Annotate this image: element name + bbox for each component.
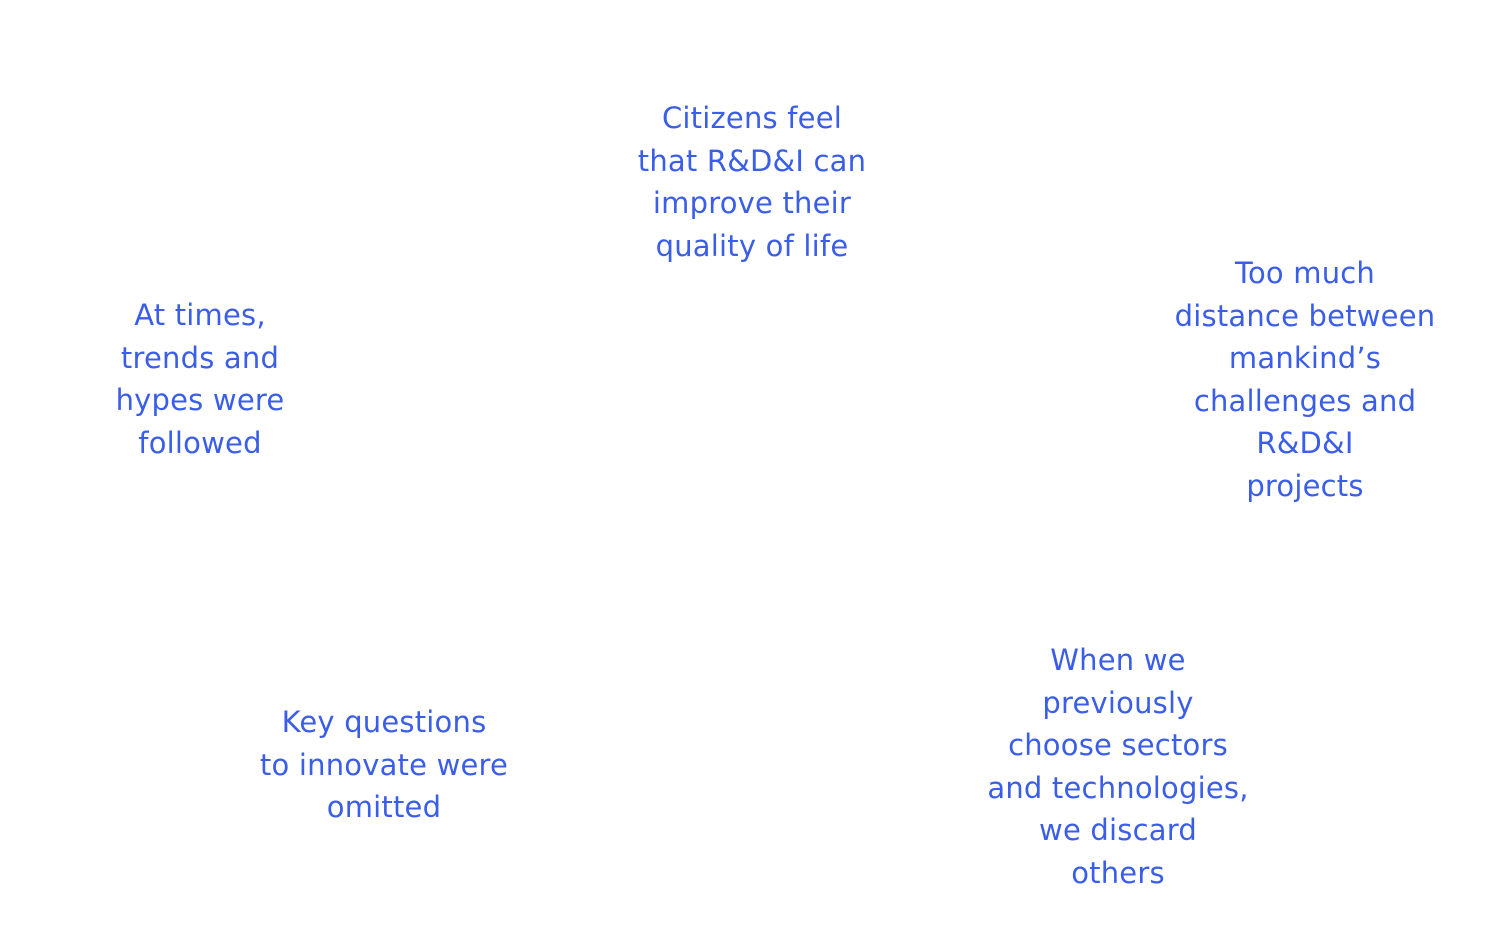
statement-line: to innovate were [259, 747, 509, 782]
statement-line: we discard [1039, 813, 1197, 848]
statement-line: choose sectors [1008, 728, 1228, 763]
statement-line: At times, [134, 298, 266, 332]
statement-line: quality of life [655, 228, 849, 263]
statement-line: projects [1246, 468, 1364, 503]
statement-line: distance between [1174, 298, 1436, 333]
statement-line: previously [1042, 685, 1194, 720]
statement-line: R&D&I [1256, 426, 1354, 461]
statement-line: challenges and [1193, 383, 1417, 418]
statement-line: When we [1050, 643, 1186, 677]
statement-line: Too much [1234, 256, 1376, 290]
statement-line: others [1071, 855, 1165, 890]
statement-line: omitted [326, 790, 442, 825]
statement-trends-and-hypes: At times, trends and hypes were followed [40, 294, 360, 464]
statement-line: and technologies, [987, 770, 1249, 805]
statement-line: that R&D&I can [637, 143, 867, 178]
statement-distance-challenges-projects: Too much distance between mankind’s chal… [1130, 252, 1480, 508]
statement-key-questions-omitted: Key questions to innovate were omitted [214, 701, 554, 829]
statement-line: Citizens feel [661, 101, 843, 135]
statement-line: hypes were [115, 383, 285, 418]
statement-line: trends and [120, 340, 280, 375]
statement-choose-sectors-discard-others: When we previously choose sectors and te… [948, 639, 1288, 895]
statement-line: improve their [652, 186, 852, 221]
statement-citizens-quality-of-life: Citizens feel that R&D&I can improve the… [552, 97, 952, 267]
statement-line: followed [138, 425, 262, 460]
statement-line: mankind’s [1228, 341, 1382, 376]
statement-line: Key questions [281, 705, 487, 739]
